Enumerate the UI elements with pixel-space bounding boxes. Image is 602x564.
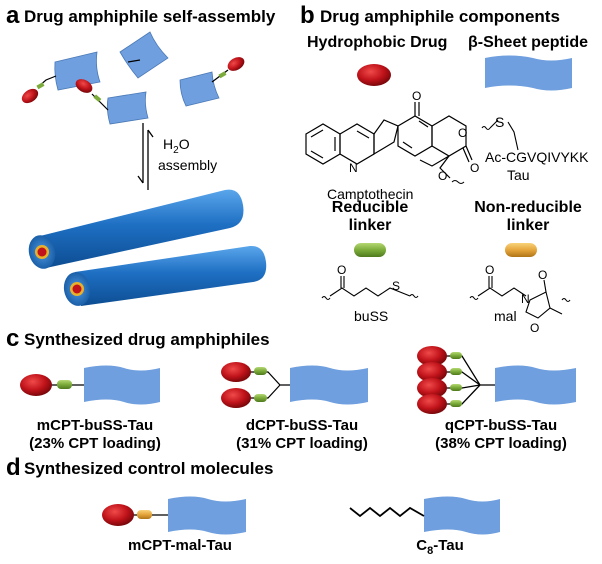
mal-o-atom-3: O	[530, 321, 539, 335]
panel-a-title: Drug amphiphile self-assembly	[24, 7, 276, 26]
mal-o-atom-2: O	[538, 268, 547, 282]
free-amphiphile-3	[75, 79, 149, 125]
qcpt-buss-tau-molecule	[417, 346, 576, 414]
qcpt-buss-tau-name: qCPT-buSS-Tau	[444, 417, 558, 434]
free-amphiphile-4	[179, 57, 245, 107]
nanofiber-1	[28, 189, 244, 269]
reducible-linker-icon	[354, 243, 386, 257]
dcpt-buss-tau-name: dCPT-buSS-Tau	[245, 417, 359, 434]
nanofiber-2	[63, 245, 267, 306]
panel-d-title: Synthesized control molecules	[24, 459, 274, 478]
reducible-label-1: Reducible	[331, 199, 409, 216]
c8-tau-molecule	[349, 496, 500, 535]
mcpt-mal-tau-molecule	[102, 496, 246, 535]
dcpt-buss-tau-molecule	[221, 362, 368, 408]
buss-o-atom: O	[337, 263, 346, 277]
qcpt-buss-tau-loading: (38% CPT loading)	[435, 435, 567, 452]
panel-b-label: b	[300, 2, 315, 29]
arrow-label-h2o: H2O	[163, 136, 190, 156]
beta-sheet-peptide-icon	[485, 55, 572, 91]
mcpt-buss-tau-name: mCPT-buSS-Tau	[36, 417, 154, 434]
free-amphiphile-2	[119, 31, 169, 79]
buss-s-atom: S	[392, 279, 400, 293]
camptothecin-label: Camptothecin	[327, 186, 414, 202]
nonreducible-linker-icon	[505, 243, 537, 257]
mcpt-buss-tau-molecule	[20, 365, 160, 405]
arrow-label-assembly: assembly	[158, 157, 218, 173]
nonreducible-label-2: linker	[506, 217, 550, 234]
mal-o-atom-1: O	[485, 263, 494, 277]
mal-structure	[469, 276, 571, 319]
mal-n-atom: N	[521, 292, 530, 306]
nonreducible-label-1: Non-reducible	[474, 199, 582, 216]
cpt-attachment-wavy	[451, 180, 465, 184]
free-amphiphile-1	[21, 51, 101, 104]
cpt-o-atom-2: O	[458, 126, 467, 140]
c8-tau-name: C8-Tau	[416, 537, 464, 557]
panel-d-label: d	[6, 454, 21, 481]
dcpt-buss-tau-loading: (31% CPT loading)	[236, 435, 368, 452]
beta-sheet-label: β-Sheet peptide	[468, 34, 588, 51]
mcpt-buss-tau-loading: (23% CPT loading)	[29, 435, 161, 452]
panel-a-label: a	[6, 2, 20, 29]
mal-label: mal	[494, 308, 517, 324]
equilibrium-arrow	[137, 123, 154, 190]
panel-c-label: c	[6, 325, 20, 352]
reducible-label-2: linker	[348, 217, 392, 234]
buss-structure	[321, 276, 419, 301]
hydrophobic-drug-icon	[357, 64, 391, 86]
camptothecin-structure	[305, 102, 473, 179]
buss-label: buSS	[354, 308, 389, 324]
mcpt-mal-tau-name: mCPT-mal-Tau	[128, 537, 232, 554]
tau-label: Tau	[507, 167, 530, 183]
panel-b-title: Drug amphiphile components	[320, 7, 560, 26]
panel-c-title: Synthesized drug amphiphiles	[24, 330, 270, 349]
cpt-n-atom: N	[349, 161, 358, 175]
cpt-o-atom-1: O	[412, 89, 421, 103]
cpt-o-atom-4: O	[438, 169, 447, 183]
hydrophobic-drug-label: Hydrophobic Drug	[307, 34, 448, 51]
tau-sequence: Ac-CGVQIVYKK	[485, 149, 589, 165]
cpt-o-atom-3: O	[470, 161, 479, 175]
tau-side-chain	[481, 119, 519, 151]
tau-s-atom: S	[495, 114, 505, 130]
